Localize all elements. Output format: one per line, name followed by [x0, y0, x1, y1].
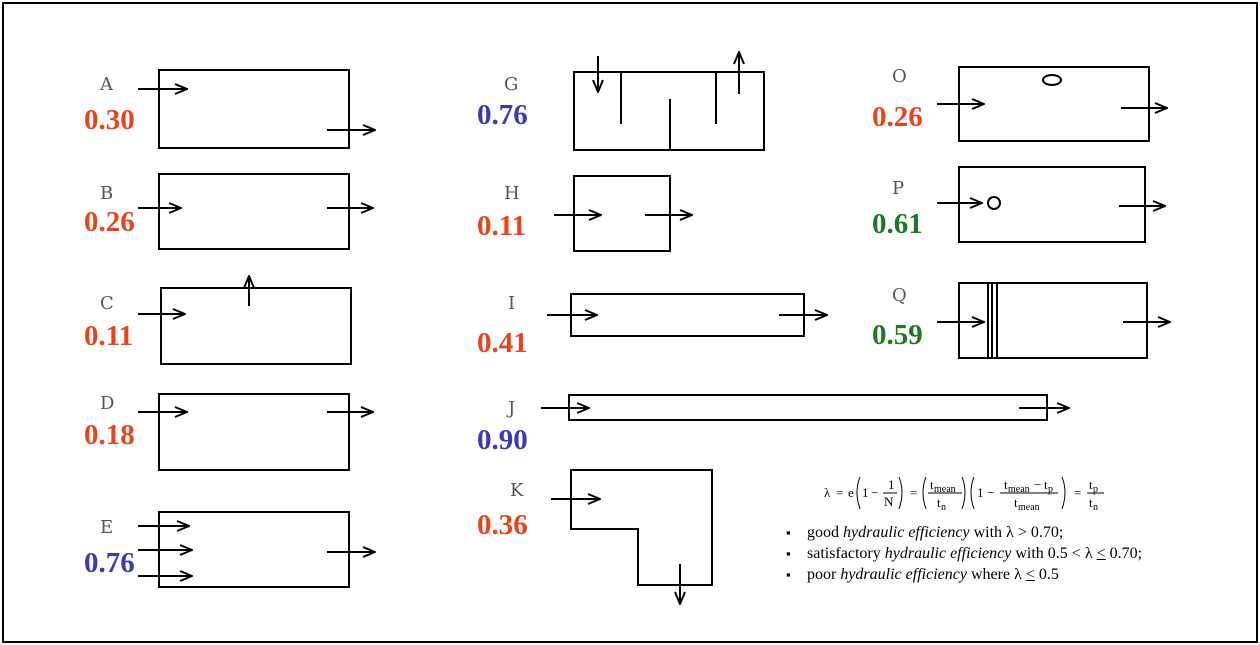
formula-text: = — [910, 485, 917, 500]
formula-text: e — [848, 485, 854, 500]
efficiency-value-e: 0.76 — [84, 547, 135, 579]
efficiency-value-a: 0.30 — [84, 104, 135, 136]
efficiency-value-k: 0.36 — [477, 509, 528, 541]
legend-item-good: ▪good hydraulic efficiency with λ > 0.70… — [786, 524, 1064, 541]
bullet-icon: ▪ — [786, 567, 791, 582]
tank-b — [158, 173, 350, 250]
obstacle-ellipse — [1042, 74, 1062, 86]
formula-text: = — [1074, 485, 1081, 500]
efficiency-value-p: 0.61 — [872, 208, 923, 240]
tank-i — [570, 293, 805, 337]
formula-text: t — [1089, 477, 1093, 492]
open-paren — [922, 476, 927, 510]
panel-letter-q: Q — [892, 285, 907, 306]
efficiency-value-b: 0.26 — [84, 206, 135, 238]
lambda-symbol: λ — [824, 485, 831, 500]
formula-text: 1 — [977, 485, 984, 500]
formula-text: t — [1014, 495, 1018, 510]
tank-a — [158, 69, 350, 149]
open-paren — [856, 476, 861, 510]
legend-item-poor: ▪poor hydraulic efficiency where λ < 0.5 — [786, 566, 1059, 583]
panel-letter-a: A — [99, 74, 114, 95]
panel-letter-j: J — [506, 398, 515, 419]
efficiency-value-g: 0.76 — [477, 99, 528, 131]
close-paren — [961, 476, 966, 510]
panel-letter-g: G — [504, 74, 518, 95]
formula-text: − — [871, 485, 878, 500]
formula-text: t — [937, 495, 941, 510]
formula-text: p — [1093, 484, 1098, 495]
formula-text: t — [1044, 477, 1048, 492]
panel-letter-h: H — [504, 183, 520, 204]
formula-text: 1 — [862, 485, 869, 500]
formula-text: mean — [1018, 502, 1040, 513]
formula-text: n — [1093, 502, 1098, 513]
efficiency-value-c: 0.11 — [84, 320, 133, 352]
tank-k — [570, 469, 713, 586]
formula-text: t — [930, 477, 934, 492]
panel-letter-k: K — [510, 480, 524, 501]
tank-p — [958, 166, 1146, 243]
formula-text: − — [987, 485, 994, 500]
legend-item-satisfactory: ▪satisfactory hydraulic efficiency with … — [786, 545, 1143, 562]
open-paren — [970, 476, 975, 510]
close-paren — [898, 476, 903, 510]
formula-text: t — [1004, 477, 1008, 492]
efficiency-value-i: 0.41 — [477, 327, 528, 359]
panel-letter-i: I — [508, 293, 515, 314]
bullet-icon: ▪ — [786, 546, 791, 561]
formula-text: − — [1034, 477, 1041, 492]
formula-text: mean — [1008, 484, 1030, 495]
efficiency-value-o: 0.26 — [872, 101, 923, 133]
panel-letter-b: B — [100, 183, 113, 204]
efficiency-value-h: 0.11 — [477, 210, 526, 242]
panel-letter-e: E — [100, 517, 113, 538]
bullet-icon: ▪ — [786, 525, 791, 540]
hydraulic-efficiency-diagram: A0.30B0.26C0.11D0.18E0.76G0.76H0.11I0.41… — [84, 4, 1260, 645]
efficiency-value-d: 0.18 — [84, 419, 135, 451]
formula-text: mean — [934, 484, 956, 495]
tank-q — [958, 282, 1148, 359]
tank-h — [573, 175, 671, 252]
tank-c — [160, 287, 352, 365]
close-paren — [1061, 476, 1066, 510]
panel-letter-p: P — [892, 178, 904, 199]
tank-j — [568, 394, 1048, 421]
obstacle-circle — [987, 196, 1001, 210]
formula-text: N — [884, 494, 894, 509]
panel-letter-o: O — [892, 66, 907, 87]
panel-letter-d: D — [100, 393, 114, 414]
tank-o — [958, 66, 1150, 142]
formula-text: p — [1048, 484, 1053, 495]
efficiency-legend: ▪good hydraulic efficiency with λ > 0.70… — [782, 522, 1252, 585]
efficiency-value-j: 0.90 — [477, 424, 528, 456]
panel-letter-c: C — [100, 293, 114, 314]
formula-text: n — [941, 502, 946, 513]
efficiency-value-q: 0.59 — [872, 319, 923, 351]
formula-text: = — [836, 485, 843, 500]
formula-text: 1 — [888, 477, 895, 492]
formula-text: t — [1089, 495, 1093, 510]
tank-d — [158, 393, 350, 471]
